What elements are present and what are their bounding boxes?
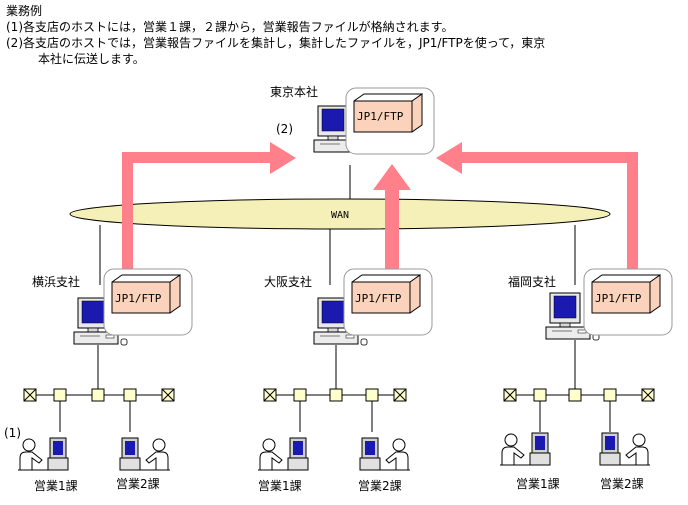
intro-line-3: 本社に伝送します。 [38,52,145,66]
step-2-marker: (2) [276,122,293,136]
person-at-terminal-icon [499,432,551,466]
arrow-yokohama-to-hq [122,142,296,275]
person-at-terminal-icon [359,437,411,471]
intro-line-1: (1)各支店のホストには，営業１課，２課から，営業報告ファイルが格納されます。 [6,20,454,34]
hq-site: 東京本社 JP1/FTP (2) [270,84,435,155]
section-1-label: 営業1課 [516,476,560,491]
node-icon [568,388,582,402]
node-icon [603,388,617,402]
terminator-icon [23,388,37,402]
intro-line-2: (2)各支店のホストでは，営業報告ファイルを集計し，集計したファイルを，JP1/… [6,36,546,50]
section-1-label: 営業1課 [34,478,78,493]
arrow-osaka-to-hq [373,164,411,275]
wan-cloud [69,198,611,230]
node-icon [365,388,379,402]
branch-name: 横浜支社 [32,274,80,289]
branch-fukuoka: 福岡支社 JP1/FTP 営業1課 営業2課 [499,268,673,491]
intro-text: 業務例 (1)各支店のホストには，営業１課，２課から，営業報告ファイルが格納され… [6,3,545,67]
node-icon [533,388,547,402]
hq-label: 東京本社 [270,84,318,99]
section-2-label: 営業2課 [600,476,644,491]
section-2-label: 営業2課 [358,478,402,493]
branch-name: 大阪支社 [264,274,312,289]
arrow-fukuoka-to-hq [436,142,638,275]
jp1-ftp-label: JP1/FTP [595,292,642,305]
branch-name: 福岡支社 [508,274,556,289]
node-icon [329,388,343,402]
wan-label: WAN [331,210,349,221]
node-icon [91,388,105,402]
jp1-ftp-label: JP1/FTP [357,110,404,123]
jp1-ftp-label: JP1/FTP [355,292,402,305]
terminator-icon [641,388,655,402]
terminator-icon [393,388,407,402]
terminator-icon [263,388,277,402]
node-icon [123,388,137,402]
person-at-terminal-icon [119,437,171,471]
section-2-label: 営業2課 [116,476,160,491]
wan-links [99,165,576,285]
node-icon [53,388,67,402]
section-1-label: 営業1課 [258,478,302,493]
step-1-marker: (1) [4,426,21,440]
person-at-terminal-icon [257,437,309,471]
transfer-arrows [122,142,638,275]
node-icon [293,388,307,402]
terminator-icon [503,388,517,402]
branch-osaka: 大阪支社 JP1/FTP 営業1課 営業2課 [257,268,433,493]
jp1-ftp-label: JP1/FTP [115,292,162,305]
terminator-icon [161,388,175,402]
person-at-terminal-icon [17,437,69,471]
branch-yokohama: 横浜支社 JP1/FTP (1) 営業1課 営業2課 [4,268,193,493]
intro-heading: 業務例 [6,4,43,18]
person-at-terminal-icon [599,432,651,466]
